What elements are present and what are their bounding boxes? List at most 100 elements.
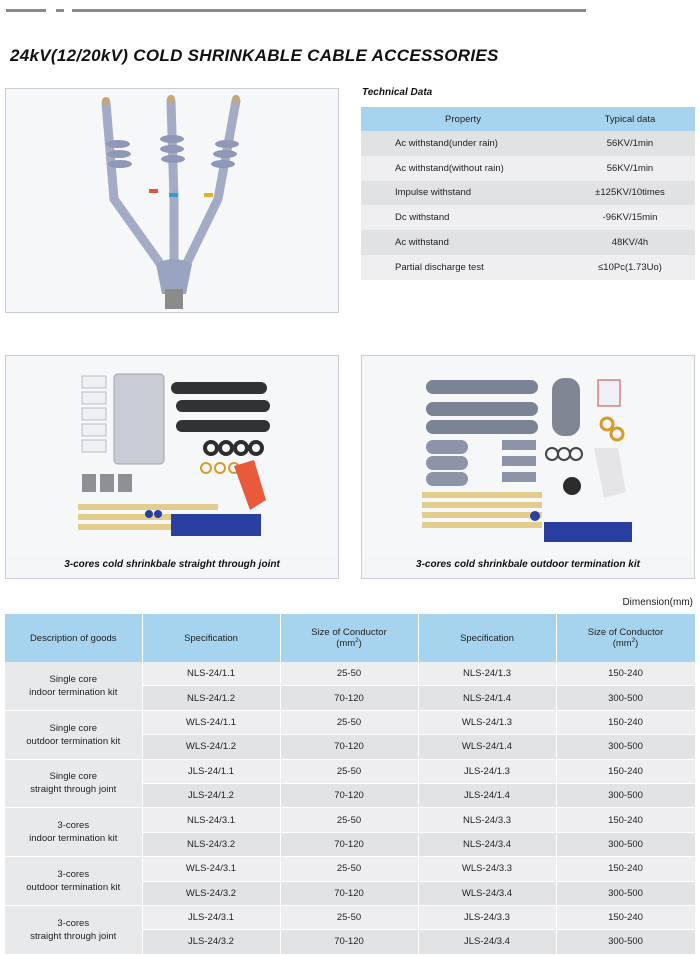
spec-cell: JLS-24/3.4	[418, 929, 557, 955]
size-cell: 150-240	[556, 807, 696, 833]
straight-joint-caption: 3-cores cold shrinkbale straight through…	[64, 559, 280, 570]
size-cell: 25-50	[280, 662, 419, 687]
value-cell: 56KV/1min	[565, 131, 695, 156]
spec-cell: NLS-24/1.1	[142, 662, 281, 687]
size-unit: (mm2)	[336, 637, 362, 650]
size-cell: 150-240	[556, 759, 696, 784]
specification-header: Specification	[142, 614, 281, 662]
spec-cell: JLS-24/3.3	[418, 905, 557, 931]
spec-cell: NLS-24/1.2	[142, 685, 281, 711]
property-cell: Ac withstand(without rain)	[361, 155, 565, 181]
table-row: Partial discharge test≤10Pc(1.73Uo)	[361, 254, 695, 280]
table-row: WLS-24/1.2 70-120 WLS-24/1.4 300-500	[5, 734, 696, 760]
value-cell: -96KV/15min	[565, 205, 695, 231]
spec-cell: WLS-24/1.4	[418, 734, 557, 760]
value-cell: ±125KV/10times	[565, 180, 695, 206]
size-cell: 300-500	[556, 832, 696, 858]
size-cell: 150-240	[556, 905, 696, 931]
table-row: NLS-24/1.2 70-120 NLS-24/1.4 300-500	[5, 685, 696, 711]
table-row: WLS-24/3.2 70-120 WLS-24/3.4 300-500	[5, 881, 696, 906]
spec-cell: JLS-24/1.2	[142, 783, 281, 809]
spec-cell: WLS-24/3.4	[418, 881, 557, 906]
size-header-label: Size of Conductor	[311, 626, 387, 638]
size-cell: 70-120	[280, 832, 419, 858]
table-row: Ac withstand(under rain)56KV/1min	[361, 131, 695, 156]
spec-cell: WLS-24/3.3	[418, 856, 557, 882]
spec-cell: NLS-24/3.2	[142, 832, 281, 858]
value-cell: ≤10Pc(1.73Uo)	[565, 254, 695, 280]
size-cell: 70-120	[280, 881, 419, 906]
table-row: Dc withstand-96KV/15min	[361, 205, 695, 231]
size-cell: 25-50	[280, 856, 419, 882]
size-cell: 300-500	[556, 929, 696, 955]
size-cell: 150-240	[556, 710, 696, 736]
size-cell: 70-120	[280, 929, 419, 955]
spec-cell: NLS-24/1.4	[418, 685, 557, 711]
spec-cell: JLS-24/1.4	[418, 783, 557, 809]
table-header-row: Description of goods Specification Size …	[5, 614, 696, 662]
property-cell: Dc withstand	[361, 205, 565, 231]
typical-header: Typical data	[565, 107, 695, 131]
table-row: JLS-24/3.2 70-120 JLS-24/3.4 300-500	[5, 929, 696, 955]
size-cell: 70-120	[280, 783, 419, 809]
spec-cell: NLS-24/1.3	[418, 662, 557, 687]
table-row: NLS-24/3.2 70-120 NLS-24/3.4 300-500	[5, 832, 696, 858]
straight-joint-photo: 3-cores cold shrinkbale straight through…	[5, 355, 339, 579]
technical-data-label: Technical Data	[362, 87, 433, 98]
technical-data-table: Property Typical data Ac withstand(under…	[361, 107, 695, 280]
size-header: Size of Conductor (mm2)	[556, 614, 696, 662]
size-cell: 25-50	[280, 710, 419, 736]
spec-cell: WLS-24/3.1	[142, 856, 281, 882]
page-title: 24kV(12/20kV) COLD SHRINKABLE CABLE ACCE…	[10, 46, 499, 65]
size-cell: 25-50	[280, 905, 419, 931]
outdoor-termination-kit-photo	[362, 356, 694, 556]
table-row: Ac withstand(without rain)56KV/1min	[361, 155, 695, 181]
termination-photo	[5, 88, 339, 313]
value-cell: 48KV/4h	[565, 230, 695, 255]
size-cell: 300-500	[556, 685, 696, 711]
size-cell: 25-50	[280, 807, 419, 833]
spec-cell: JLS-24/3.2	[142, 929, 281, 955]
header-rule	[6, 9, 586, 12]
size-cell: 25-50	[280, 759, 419, 784]
size-cell: 70-120	[280, 685, 419, 711]
size-cell: 70-120	[280, 734, 419, 760]
spec-cell: NLS-24/3.1	[142, 807, 281, 833]
specification-header: Specification	[418, 614, 557, 662]
table-row: JLS-24/1.2 70-120 JLS-24/1.4 300-500	[5, 783, 696, 809]
spec-cell: WLS-24/3.2	[142, 881, 281, 906]
table-row: Impulse withstand±125KV/10times	[361, 180, 695, 206]
property-cell: Partial discharge test	[361, 254, 565, 280]
three-core-termination-photo	[6, 89, 338, 312]
property-cell: Ac withstand	[361, 230, 565, 255]
spec-cell: JLS-24/3.1	[142, 905, 281, 931]
outdoor-termination-caption: 3-cores cold shrinkbale outdoor terminat…	[416, 559, 640, 570]
size-cell: 150-240	[556, 662, 696, 687]
description-header: Description of goods	[5, 614, 143, 662]
spec-cell: WLS-24/1.1	[142, 710, 281, 736]
size-cell: 300-500	[556, 783, 696, 809]
specification-table: Description of goods Specification Size …	[5, 614, 696, 955]
property-cell: Ac withstand(under rain)	[361, 131, 565, 156]
size-cell: 300-500	[556, 881, 696, 906]
table-header-row: Property Typical data	[361, 107, 695, 131]
property-cell: Impulse withstand	[361, 180, 565, 206]
size-cell: 150-240	[556, 856, 696, 882]
size-header: Size of Conductor (mm2)	[280, 614, 419, 662]
size-header-label: Size of Conductor	[587, 626, 664, 638]
dimension-label: Dimension(mm)	[622, 597, 693, 608]
spec-cell: NLS-24/3.3	[418, 807, 557, 833]
spec-cell: JLS-24/1.1	[142, 759, 281, 784]
size-unit: (mm2)	[612, 637, 639, 650]
